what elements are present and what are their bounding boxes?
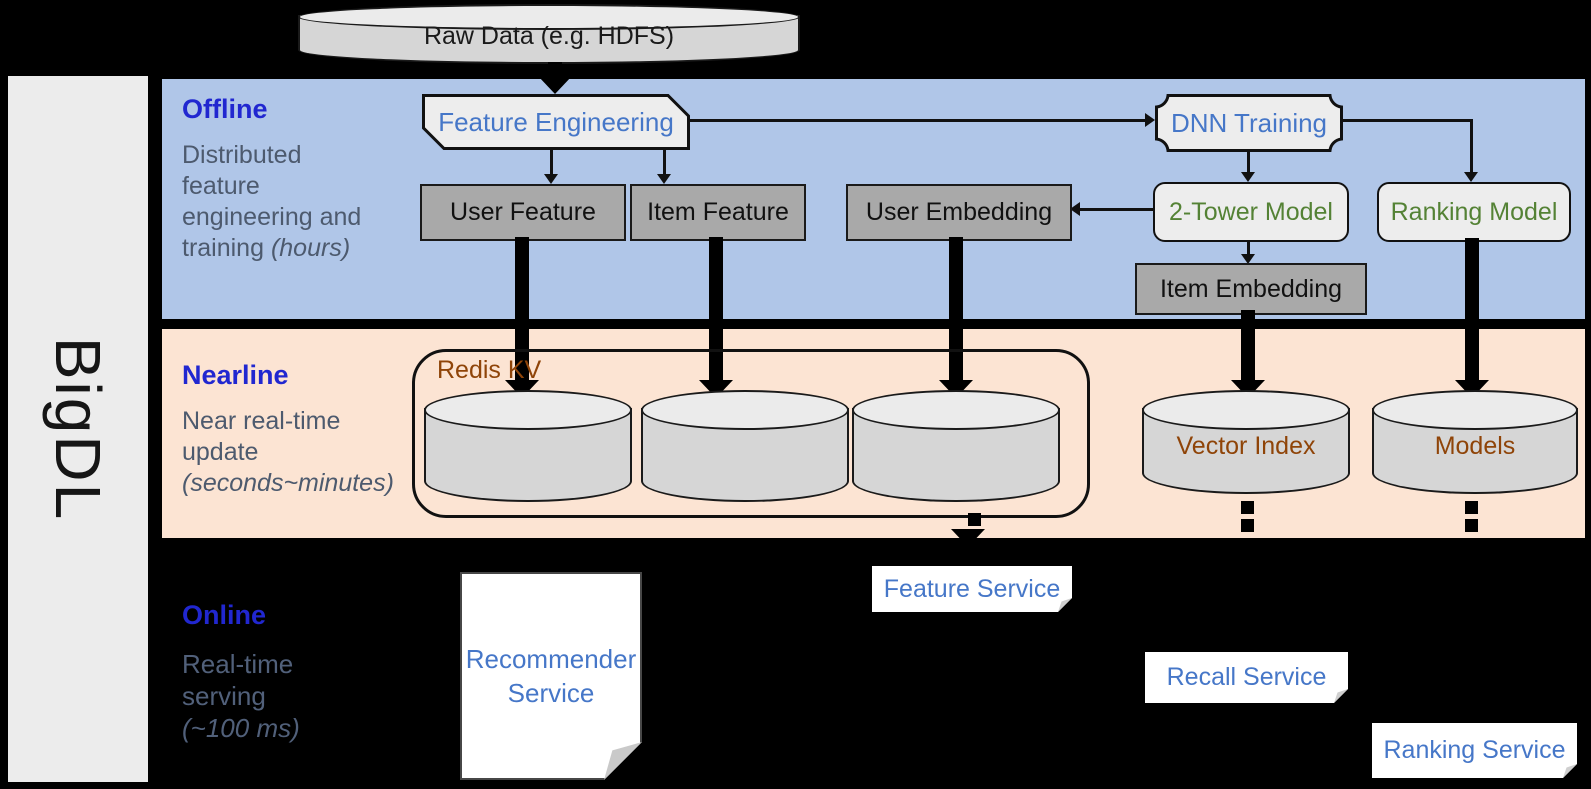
ranking-model-box: Ranking Model xyxy=(1377,182,1571,242)
feature-engineering-shape xyxy=(422,94,690,150)
item-feature-box: Item Feature xyxy=(630,184,806,241)
page-fold-icon xyxy=(1563,764,1577,778)
dashed-arrow-redis-to-feature-service xyxy=(968,513,981,526)
cylinder-top xyxy=(298,4,800,30)
raw-data-cylinder: Raw Data (e.g. HDFS) xyxy=(298,4,800,64)
nearline-description: Near real-time update (seconds~minutes) xyxy=(182,406,394,499)
online-desc-line: Real-time xyxy=(182,649,294,679)
brand-label: BigDL xyxy=(42,336,114,522)
page-fold-icon xyxy=(1334,689,1348,703)
dashed-arrow-vector-index-to-recall xyxy=(1241,501,1254,514)
arrow-fe-to-user-feature xyxy=(544,150,558,184)
recommender-service-doc: Recommender Service xyxy=(460,572,642,780)
dashed-arrow-models-to-ranking xyxy=(1465,501,1478,514)
two-tower-model-box: 2-Tower Model xyxy=(1153,182,1349,242)
recall-service-card: Recall Service xyxy=(1145,652,1348,703)
offline-title: Offline xyxy=(182,94,268,124)
arrow-fe-to-item-feature xyxy=(657,150,671,184)
arrow-ranking-model-to-models xyxy=(1455,238,1489,398)
ranking-service-label: Ranking Service xyxy=(1383,736,1566,764)
arrow-item-embedding-to-vector-index xyxy=(1231,310,1265,398)
nearline-desc-italic: (seconds~minutes) xyxy=(182,469,394,497)
ranking-service-card: Ranking Service xyxy=(1372,723,1577,778)
online-desc-italic: (~100 ms) xyxy=(182,713,300,743)
raw-data-label: Raw Data (e.g. HDFS) xyxy=(423,22,675,50)
recommender-service-label: Recommender Service xyxy=(465,644,637,708)
feature-service-card: Feature Service xyxy=(872,566,1072,612)
nearline-desc-line: update xyxy=(182,438,259,466)
offline-desc-line: Distributed xyxy=(182,141,302,169)
arrow-dnn-to-two-tower xyxy=(1241,152,1255,182)
cylinder-top xyxy=(1142,390,1350,430)
offline-desc-line: engineering and xyxy=(182,203,362,231)
online-title: Online xyxy=(182,600,267,630)
online-desc-line: serving xyxy=(182,681,266,711)
vector-index-label: Vector Index xyxy=(1176,431,1316,460)
cylinder-top xyxy=(641,390,849,430)
dashed-arrow-vector-index-to-recall xyxy=(1241,519,1254,532)
redis-shard-cylinder-2 xyxy=(641,390,849,502)
redis-kv-container: Redis KV xyxy=(412,349,1090,518)
dnn-training-label: DNN Training xyxy=(1170,107,1328,138)
user-embedding-box: User Embedding xyxy=(846,184,1072,241)
feature-engineering-label: Feature Engineering xyxy=(438,106,674,137)
dnn-training-shape xyxy=(1155,94,1343,152)
vector-index-cylinder: Vector Index xyxy=(1142,390,1350,494)
dashed-arrow-models-to-ranking xyxy=(1465,519,1478,532)
models-label: Models xyxy=(1434,431,1516,460)
nearline-desc-line: Near real-time xyxy=(182,407,341,435)
offline-desc-line: feature xyxy=(182,172,260,200)
page-fold-icon xyxy=(604,742,642,780)
item-embedding-box: Item Embedding xyxy=(1135,263,1367,315)
redis-shard-cylinder-3 xyxy=(852,390,1060,502)
redis-kv-label: Redis KV xyxy=(437,356,542,384)
offline-desc-normal: training xyxy=(182,234,271,262)
recall-service-label: Recall Service xyxy=(1166,663,1327,691)
nearline-title: Nearline xyxy=(182,360,289,390)
online-description: Real-time serving (~100 ms) xyxy=(182,648,300,744)
brand-sidebar: BigDL xyxy=(8,76,148,782)
offline-desc-italic: (hours) xyxy=(270,234,351,262)
arrow-fe-to-dnn-training xyxy=(690,113,1155,127)
feature-service-label: Feature Service xyxy=(883,574,1061,603)
redis-shard-cylinder-1 xyxy=(424,390,632,502)
user-feature-box: User Feature xyxy=(420,184,626,241)
offline-desc-line: training (hours) xyxy=(182,233,361,264)
cylinder-top xyxy=(1372,390,1578,430)
arrow-two-tower-to-item-embedding xyxy=(1241,238,1255,264)
cylinder-top xyxy=(852,390,1060,430)
dashed-arrowhead-feature-service xyxy=(951,529,985,547)
cylinder-top xyxy=(424,390,632,430)
offline-description: Distributed feature engineering and trai… xyxy=(182,140,361,264)
arrow-dnn-to-ranking-model xyxy=(1464,119,1478,182)
arrow-dnn-to-ranking-elbow xyxy=(1343,119,1473,122)
arrow-two-tower-to-user-embedding xyxy=(1070,202,1153,216)
models-cylinder: Models xyxy=(1372,390,1578,494)
arrow-raw-data-to-feature-engineering xyxy=(538,62,572,94)
